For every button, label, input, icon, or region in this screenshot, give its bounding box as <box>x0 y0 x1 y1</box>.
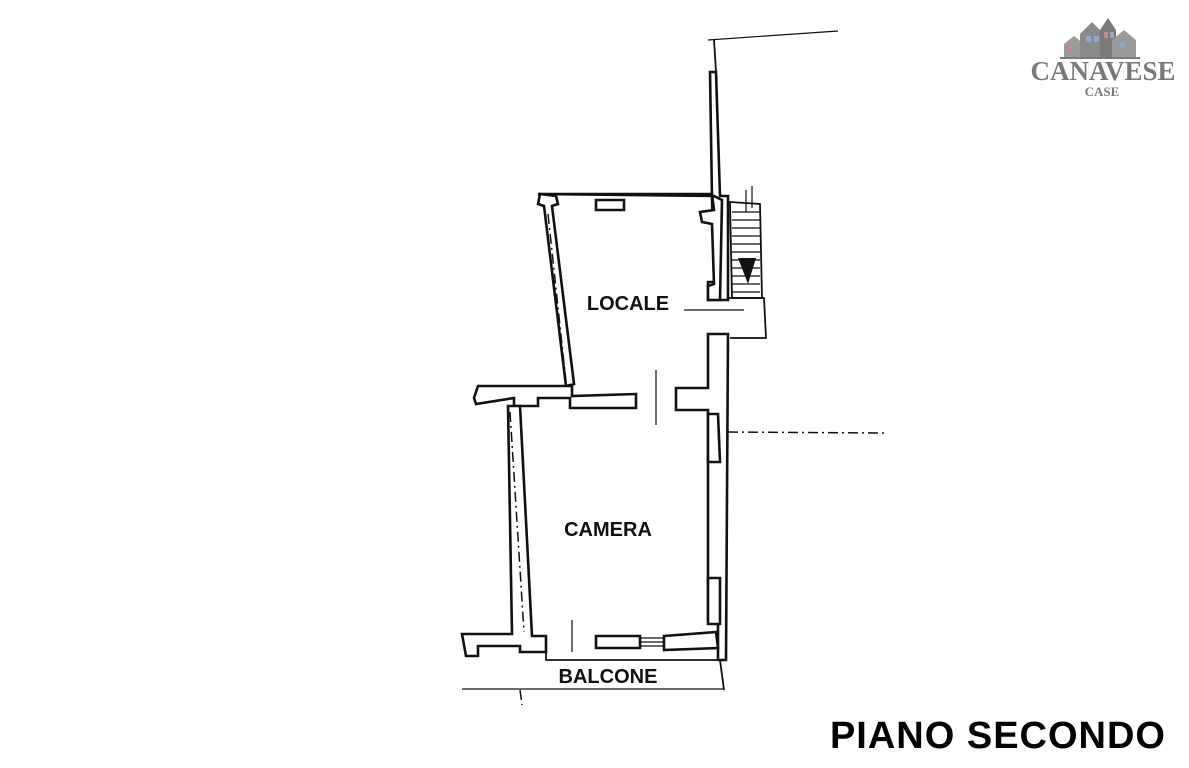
houses-icon <box>1060 18 1140 59</box>
locale-room-walls <box>536 192 724 388</box>
floor-title: PIANO SECONDO <box>830 715 1166 757</box>
room-label-camera: CAMERA <box>564 519 652 541</box>
staircase <box>684 186 767 339</box>
partition-wall <box>472 332 730 662</box>
balcony <box>545 652 725 691</box>
stair-direction-arrow <box>738 258 756 284</box>
room-label-balcone: BALCONE <box>559 666 658 688</box>
camera-room-walls <box>460 404 720 658</box>
company-logo: CANAVESE CASE <box>1030 18 1176 99</box>
logo-name: CANAVESE <box>1030 56 1175 86</box>
logo-sub: CASE <box>1085 84 1120 99</box>
room-label-locale: LOCALE <box>587 293 669 315</box>
context-lines <box>462 30 886 706</box>
